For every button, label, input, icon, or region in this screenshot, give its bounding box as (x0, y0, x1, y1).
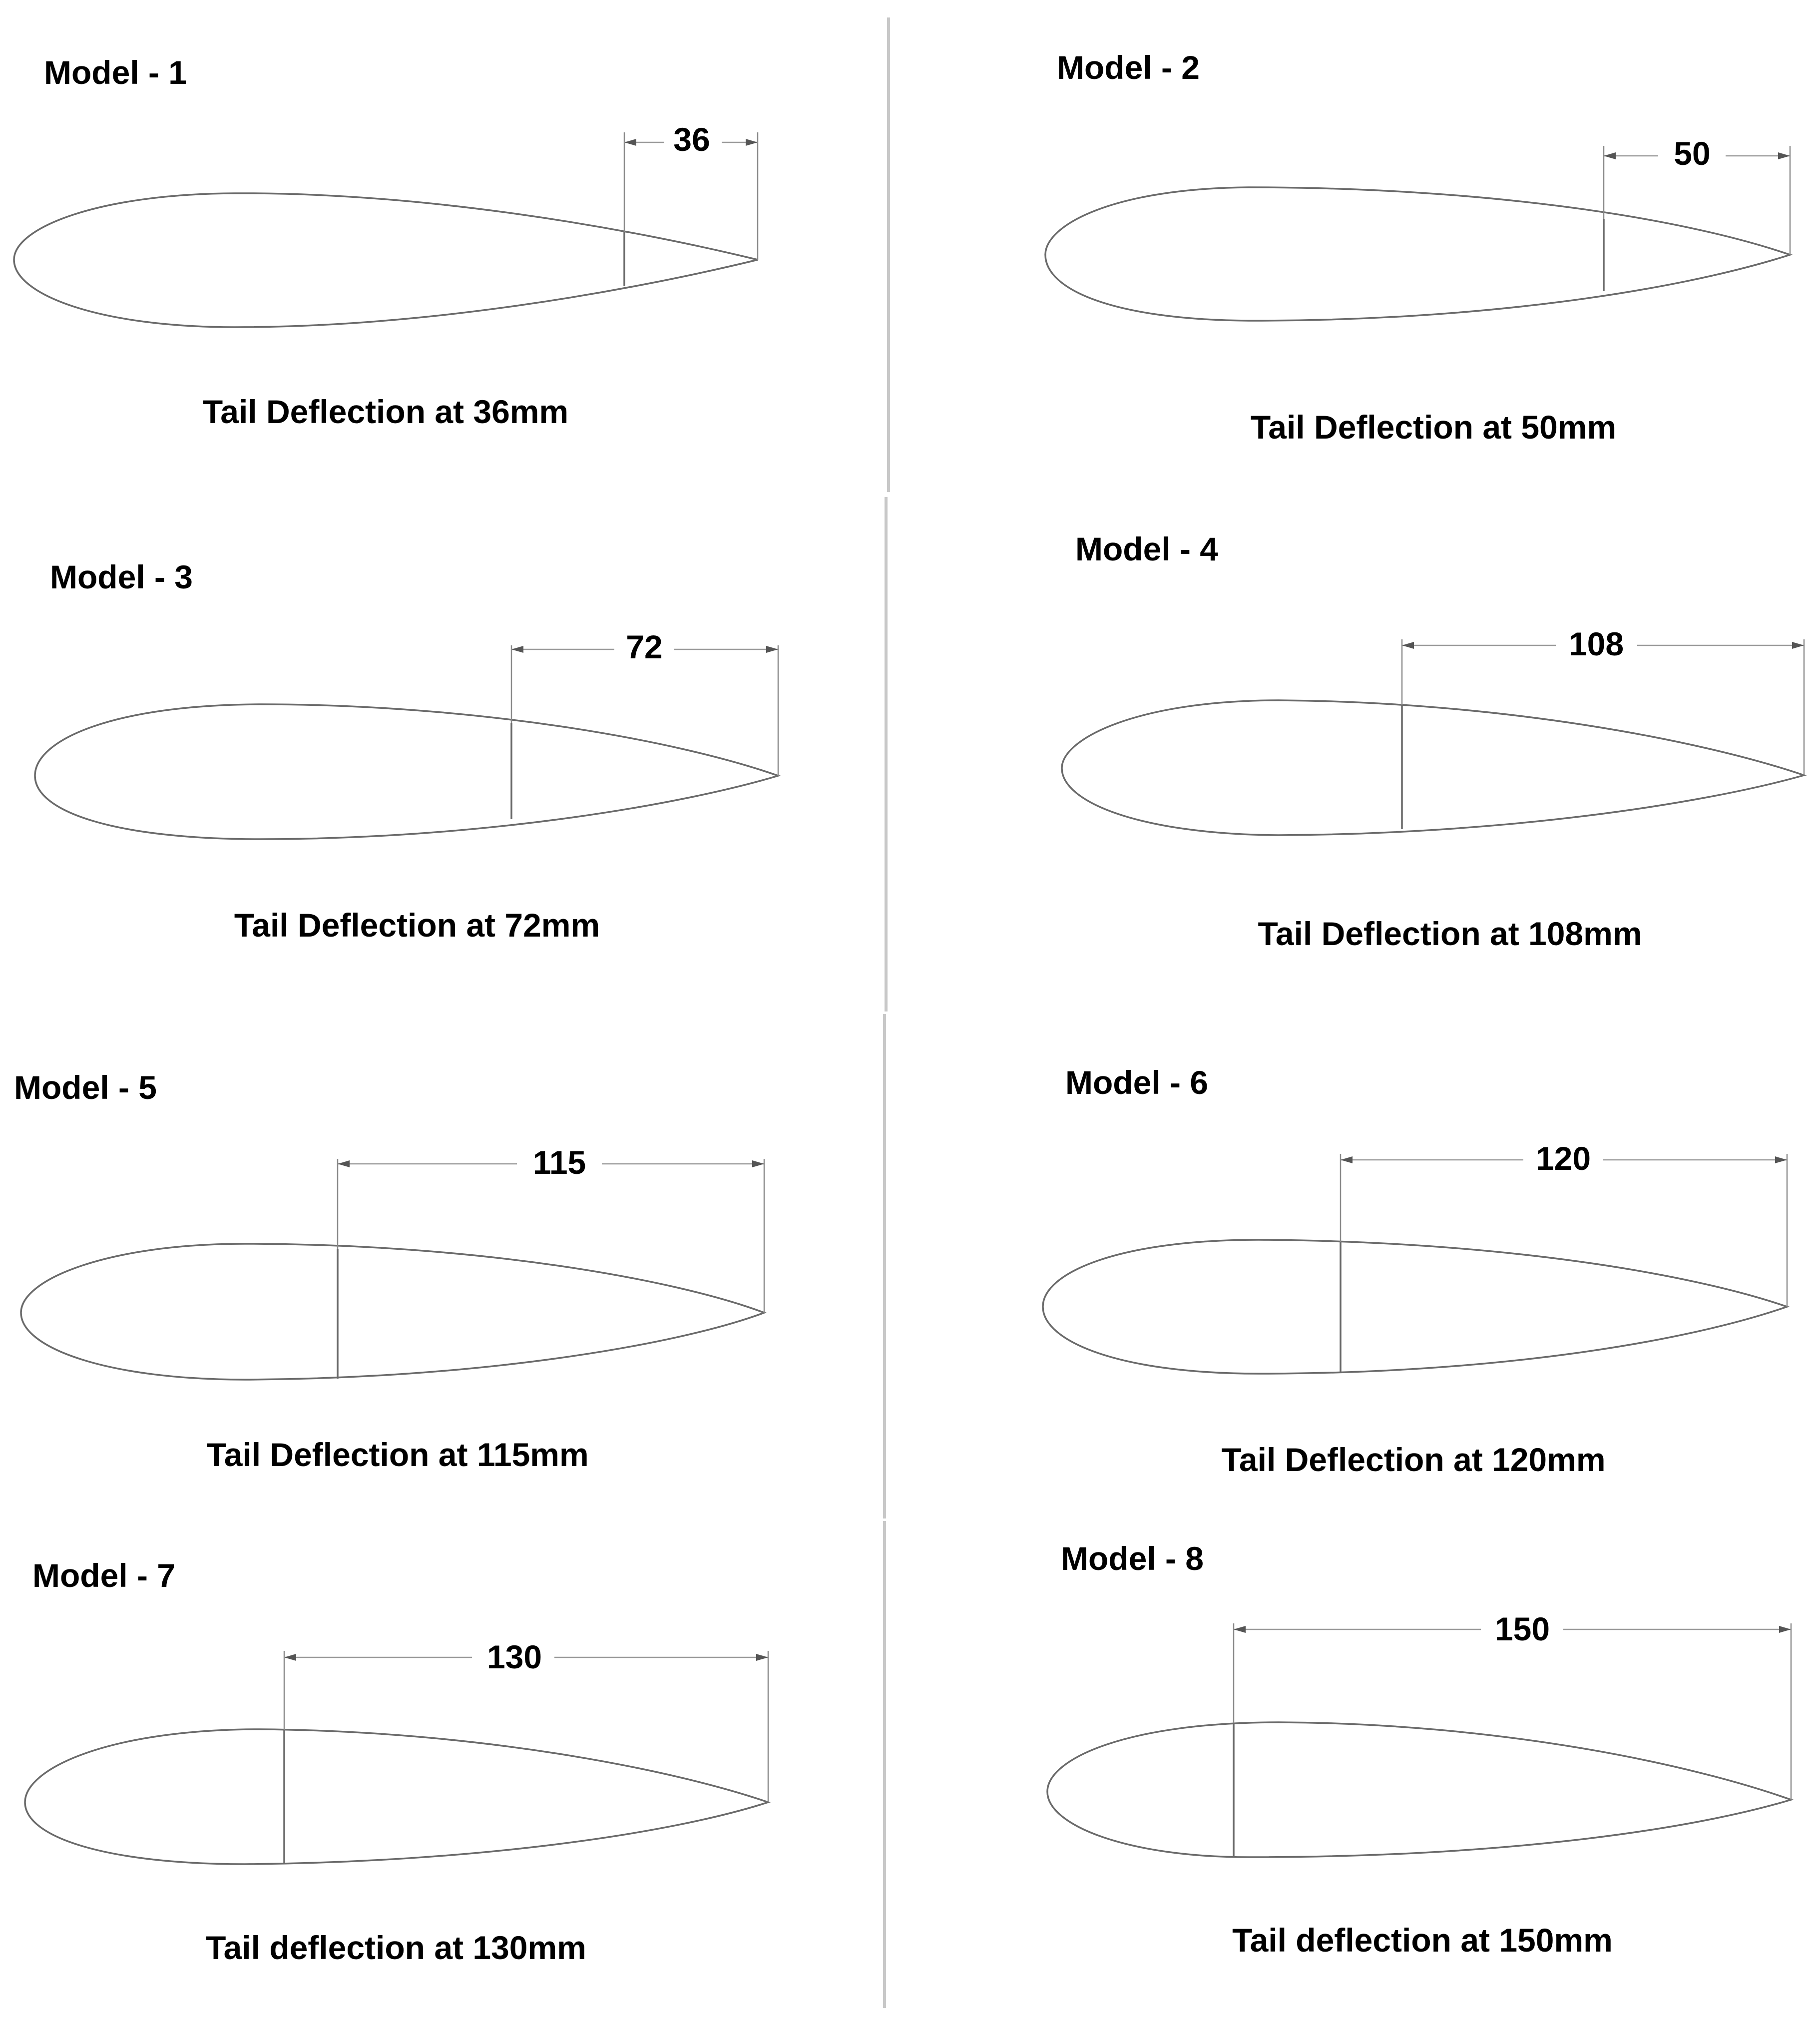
airfoil-outline (1061, 699, 1807, 836)
model-title: Model - 5 (14, 1069, 157, 1106)
dimension-value: 130 (487, 1638, 542, 1675)
dimension-arrow-left (624, 139, 636, 146)
airfoil-outline (20, 1243, 767, 1381)
dimension-arrow-right (752, 1160, 764, 1167)
dimension-arrow-right (766, 646, 778, 653)
model-caption: Tail Deflection at 115mm (206, 1436, 588, 1473)
model-caption: Tail deflection at 150mm (1232, 1922, 1613, 1959)
dimension-value: 36 (673, 121, 710, 158)
model-title: Model - 7 (32, 1557, 175, 1594)
dimension-arrow-left (1402, 642, 1414, 649)
model-panel-3: Model - 3 72 Tail Deflection at 72mm (34, 558, 781, 944)
dimension-arrow-left (1341, 1156, 1353, 1163)
model-title: Model - 2 (1057, 49, 1200, 86)
dimension-value: 120 (1536, 1140, 1591, 1177)
model-panel-5: Model - 5 115 Tail Deflection at 115mm (14, 1069, 767, 1473)
model-caption: Tail Deflection at 108mm (1258, 915, 1642, 952)
model-caption: Tail Deflection at 120mm (1221, 1441, 1605, 1478)
model-caption: Tail deflection at 130mm (206, 1929, 586, 1966)
airfoil-outline (13, 192, 758, 328)
dimension-value: 72 (626, 628, 662, 665)
dimension-arrow-right (756, 1654, 768, 1661)
dimension-arrow-right (746, 139, 758, 146)
model-panel-1: Model - 1 36 Tail Deflection at 36mm (13, 54, 759, 430)
dimension-arrow-left (338, 1160, 350, 1167)
dimension-arrow-right (1775, 1156, 1787, 1163)
dimension-value: 108 (1569, 625, 1624, 662)
dimension-arrow-left (1234, 1626, 1246, 1633)
dimension-arrow-left (1604, 152, 1616, 159)
model-title: Model - 8 (1061, 1540, 1204, 1577)
airfoil-outline (24, 1728, 771, 1865)
model-title: Model - 1 (44, 54, 187, 91)
dimension-arrow-left (511, 646, 523, 653)
dimension-value: 150 (1495, 1610, 1550, 1647)
dimension-value: 50 (1674, 135, 1710, 172)
model-panel-2: Model - 2 50 Tail Deflection at 50mm (1044, 49, 1793, 446)
airfoil-outline (1042, 1239, 1790, 1375)
dimension-arrow-right (1792, 642, 1804, 649)
model-panel-7: Model - 7 130 Tail deflection at 130mm (24, 1557, 771, 1966)
airfoil-outline (1046, 1721, 1794, 1858)
dimension-arrow-right (1779, 1626, 1791, 1633)
dimension-arrow-left (284, 1654, 296, 1661)
airfoil-outline (1044, 186, 1793, 322)
dimension-arrow-right (1778, 152, 1790, 159)
model-caption: Tail Deflection at 50mm (1251, 409, 1616, 446)
airfoil-outline (34, 703, 781, 840)
model-caption: Tail Deflection at 36mm (203, 393, 568, 430)
model-panel-6: Model - 6 120 Tail Deflection at 120mm (1042, 1064, 1790, 1478)
model-panel-8: Model - 8 150 Tail deflection at 150mm (1046, 1540, 1794, 1959)
model-panel-4: Model - 4 108 Tail Deflection at 108mm (1061, 530, 1807, 952)
model-caption: Tail Deflection at 72mm (234, 907, 600, 944)
dimension-value: 115 (533, 1144, 586, 1181)
model-title: Model - 4 (1075, 530, 1218, 567)
model-title: Model - 3 (50, 558, 193, 595)
model-title: Model - 6 (1065, 1064, 1208, 1101)
